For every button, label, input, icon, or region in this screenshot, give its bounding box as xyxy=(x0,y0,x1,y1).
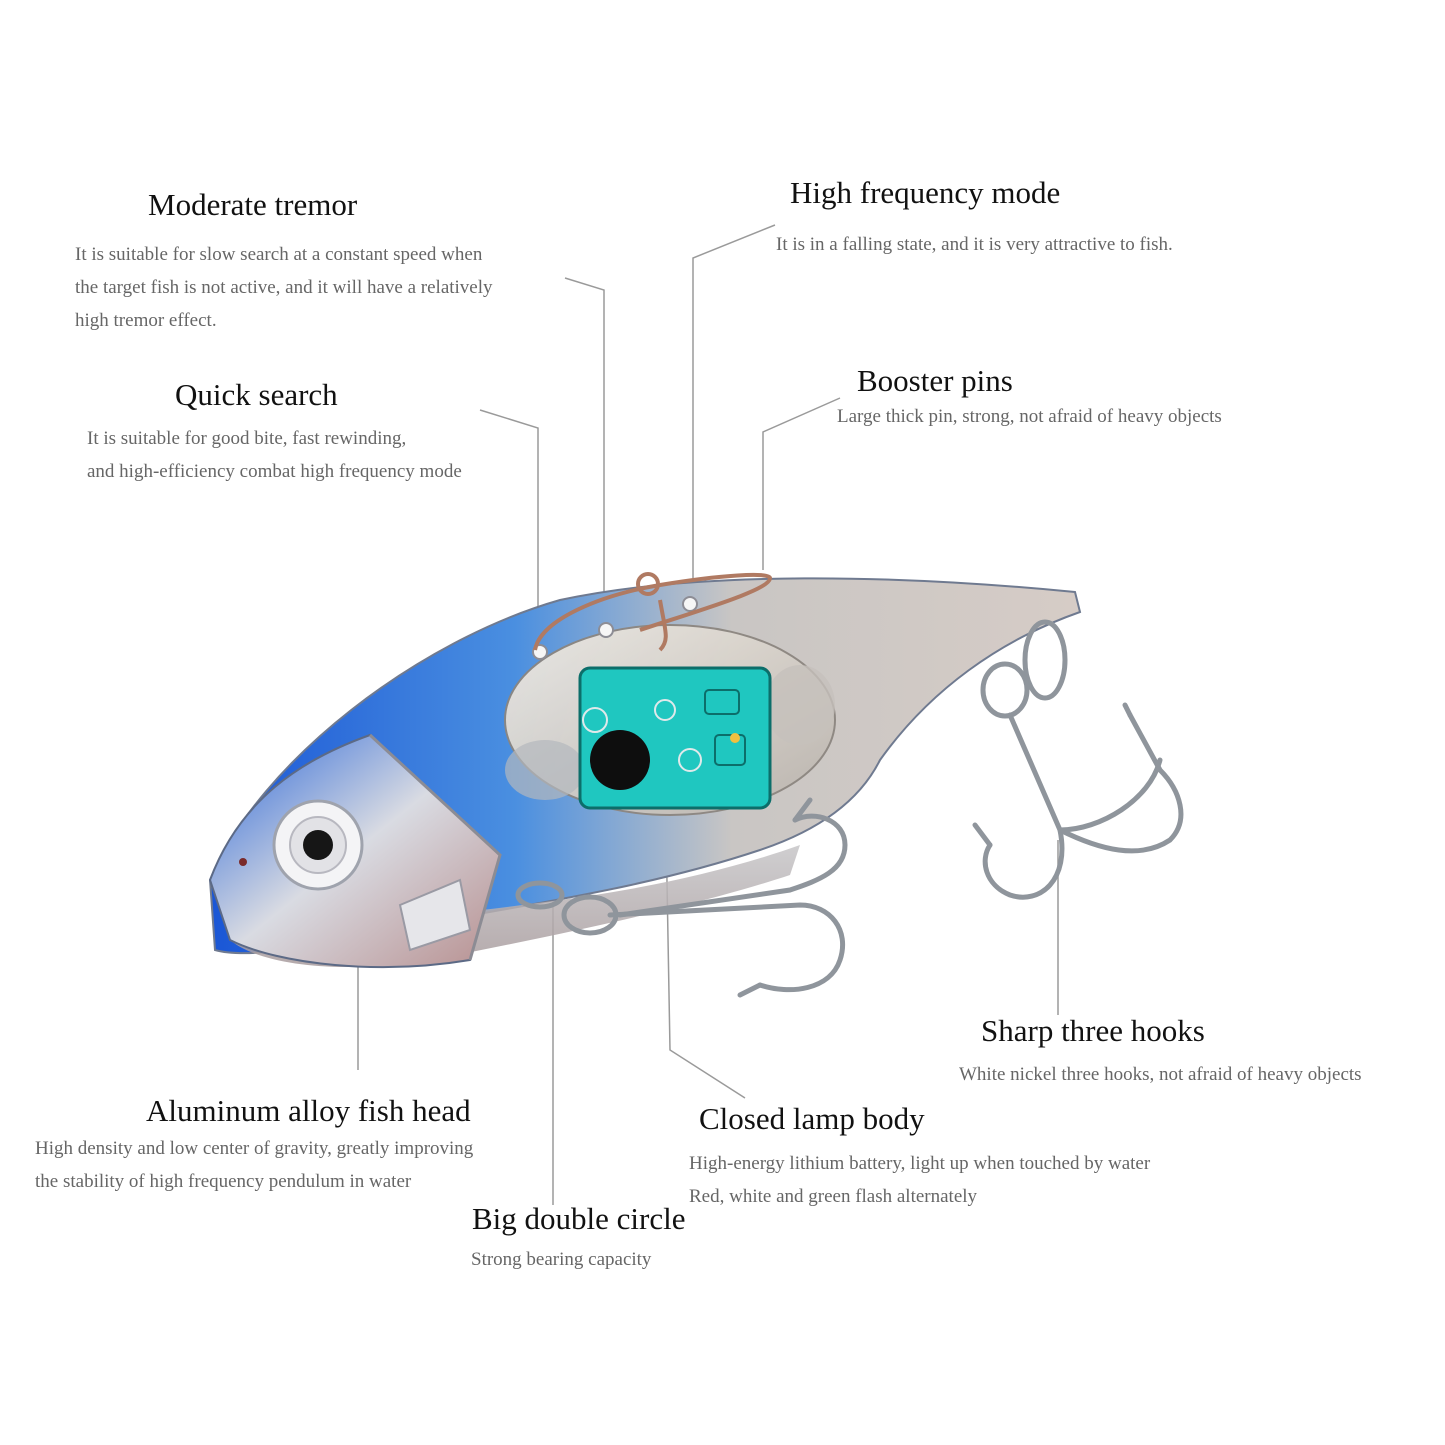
sharp-three-hooks-title: Sharp three hooks xyxy=(981,1013,1205,1048)
description-line: It is in a falling state, and it is very… xyxy=(776,234,1173,255)
circuit-board xyxy=(578,666,772,810)
closed-lamp-body-title: Closed lamp body xyxy=(699,1101,925,1136)
high-frequency-mode-title: High frequency mode xyxy=(790,175,1061,210)
booster-pin xyxy=(533,572,773,652)
booster-pins-description: Large thick pin, strong, not afraid of h… xyxy=(837,400,1222,433)
aluminum-alloy-fish-head-description: High density and low center of gravity, … xyxy=(35,1132,473,1198)
description-line: It is suitable for slow search at a cons… xyxy=(75,244,483,265)
description-line: the stability of high frequency pendulum… xyxy=(35,1171,412,1192)
high-frequency-mode-description: It is in a falling state, and it is very… xyxy=(776,228,1173,261)
leader-moderate-tremor xyxy=(564,277,605,600)
moderate-tremor-description: It is suitable for slow search at a cons… xyxy=(75,238,493,337)
quick-search-title: Quick search xyxy=(175,377,338,412)
sharp-three-hooks-description: White nickel three hooks, not afraid of … xyxy=(959,1058,1362,1091)
leader-high-frequency-mode xyxy=(692,224,776,600)
big-double-circle-description: Strong bearing capacity xyxy=(471,1243,651,1276)
big-double-circle-title: Big double circle xyxy=(472,1201,686,1236)
booster-pins-title: Booster pins xyxy=(857,363,1013,398)
moderate-tremor-title: Moderate tremor xyxy=(148,187,358,222)
leader-booster-pins xyxy=(762,397,841,570)
description-line: It is suitable for good bite, fast rewin… xyxy=(87,428,407,449)
quick-search-description: It is suitable for good bite, fast rewin… xyxy=(87,422,462,488)
aluminum-alloy-fish-head-title: Aluminum alloy fish head xyxy=(146,1093,471,1128)
description-line: Red, white and green flash alternately xyxy=(689,1186,978,1207)
description-line: Large thick pin, strong, not afraid of h… xyxy=(837,406,1222,427)
tail-treble-hook xyxy=(972,619,1184,900)
description-line: high tremor effect. xyxy=(75,310,217,331)
description-line: the target fish is not active, and it wi… xyxy=(75,277,493,298)
leader-quick-search xyxy=(479,409,539,648)
description-line: Strong bearing capacity xyxy=(471,1249,652,1270)
closed-lamp-body-description: High-energy lithium battery, light up wh… xyxy=(689,1147,1150,1213)
description-line: High density and low center of gravity, … xyxy=(35,1138,474,1159)
belly-treble-hook xyxy=(515,797,848,998)
description-line: White nickel three hooks, not afraid of … xyxy=(959,1064,1362,1085)
description-line: and high-efficiency combat high frequenc… xyxy=(87,461,462,482)
description-line: High-energy lithium battery, light up wh… xyxy=(689,1153,1151,1174)
